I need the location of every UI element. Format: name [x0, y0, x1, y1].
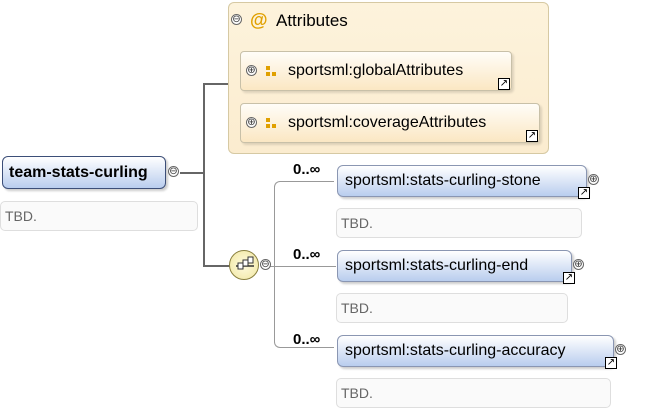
attribute-group-ref-global[interactable]: ⊕ sportsml:globalAttributes ↗ [240, 51, 512, 91]
expand-icon[interactable]: ⊕ [246, 65, 257, 76]
attribute-group-icon [266, 66, 276, 76]
child-element-label: sportsml:stats-curling-end [345, 257, 529, 274]
sequence-compositor-icon[interactable] [229, 250, 259, 280]
child-element-label: sportsml:stats-curling-stone [345, 172, 541, 189]
attr-connector-vertical [203, 83, 205, 267]
link-arrow-icon[interactable]: ↗ [605, 357, 617, 369]
collapse-icon[interactable]: ⊖ [168, 166, 179, 177]
attribute-group-label: sportsml:coverageAttributes [288, 114, 487, 131]
expand-icon[interactable]: ⊕ [615, 344, 626, 355]
expand-icon[interactable]: ⊕ [588, 174, 599, 185]
root-documentation: TBD. [0, 201, 198, 231]
child-element-end[interactable]: sportsml:stats-curling-end [337, 250, 572, 282]
link-arrow-icon[interactable]: ↗ [563, 272, 575, 284]
attr-connector-horizontal [203, 83, 229, 85]
expand-icon[interactable]: ⊕ [573, 259, 584, 270]
cardinality-label: 0..∞ [293, 161, 321, 178]
cardinality-label: 0..∞ [293, 246, 321, 263]
root-connector [180, 172, 204, 174]
child-documentation: TBD. [336, 293, 568, 323]
child-element-label: sportsml:stats-curling-accuracy [345, 342, 566, 359]
child-element-stone[interactable]: sportsml:stats-curling-stone [337, 165, 587, 197]
expand-icon[interactable]: ⊕ [246, 117, 257, 128]
link-arrow-icon[interactable]: ↗ [498, 78, 510, 90]
attributes-title: Attributes [276, 11, 348, 30]
collapse-icon[interactable]: ⊖ [260, 259, 271, 270]
child-documentation: TBD. [336, 208, 582, 238]
child-element-accuracy[interactable]: sportsml:stats-curling-accuracy [337, 335, 614, 367]
at-symbol-icon: @ [250, 10, 268, 30]
child-documentation: TBD. [336, 378, 611, 408]
attribute-group-icon [266, 118, 276, 128]
collapse-icon[interactable]: ⊖ [231, 14, 242, 25]
link-arrow-icon[interactable]: ↗ [578, 187, 590, 199]
link-arrow-icon[interactable]: ↗ [526, 130, 538, 142]
seq-connector [203, 265, 230, 267]
attribute-group-ref-coverage[interactable]: ⊕ sportsml:coverageAttributes ↗ [240, 103, 540, 143]
seq-branch-lines [270, 181, 340, 351]
root-element[interactable]: team-stats-curling [2, 156, 166, 189]
attribute-group-label: sportsml:globalAttributes [288, 62, 464, 79]
cardinality-label: 0..∞ [293, 331, 321, 348]
